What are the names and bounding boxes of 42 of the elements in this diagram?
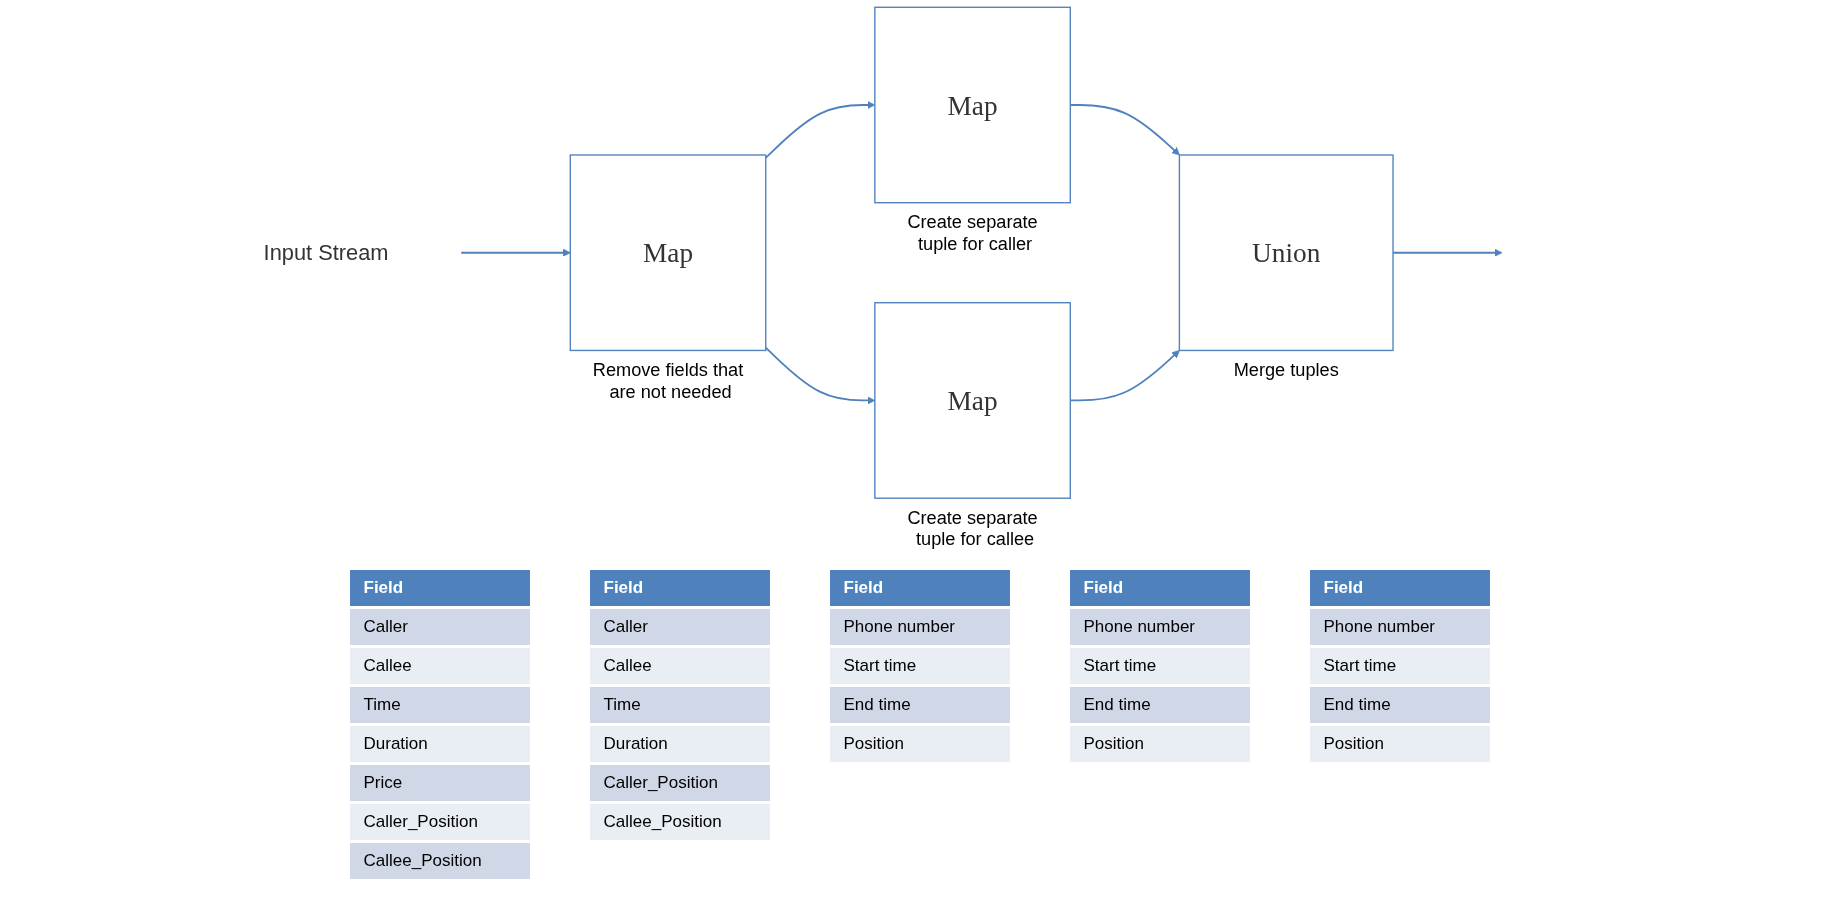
field-name: Callee <box>589 648 770 684</box>
arrow <box>460 248 571 257</box>
field-name: Caller_Position <box>349 804 530 840</box>
field-name: Phone number <box>829 609 1010 645</box>
node-caption: Merge tuples <box>1233 359 1340 380</box>
field-name: End time <box>829 687 1010 723</box>
table-header: Field <box>829 570 1010 606</box>
field-name: Start time <box>1069 648 1250 684</box>
field-name: Caller <box>349 609 530 645</box>
arrow <box>765 346 876 405</box>
field-name: Time <box>349 687 530 723</box>
field-name: Position <box>1309 726 1490 762</box>
field-name: Time <box>589 687 770 723</box>
field-name: Callee_Position <box>349 843 530 879</box>
table-header: Field <box>589 570 770 606</box>
field-name: Start time <box>1309 648 1490 684</box>
field-name: Duration <box>589 726 770 762</box>
field-name: Position <box>829 726 1010 762</box>
field-name: Duration <box>349 726 530 762</box>
node-box: Union <box>1179 154 1394 352</box>
node-caption: Create separate tuple for callee <box>907 507 1038 550</box>
node-text: Input Stream <box>263 240 389 265</box>
field-name: Position <box>1069 726 1250 762</box>
field-name: End time <box>1069 687 1250 723</box>
node-box: Map <box>874 302 1072 499</box>
node-caption: Remove fields that are not needed <box>593 359 744 402</box>
field-name: Caller_Position <box>589 765 770 801</box>
table-header: Field <box>1069 570 1250 606</box>
table-header: Field <box>1309 570 1490 606</box>
node-box: Map <box>874 6 1072 204</box>
field-name: Phone number <box>1309 609 1490 645</box>
field-name: Caller <box>589 609 770 645</box>
field-name: End time <box>1309 687 1490 723</box>
table-header: Field <box>349 570 530 606</box>
field-name: Callee <box>349 648 530 684</box>
field-name: Callee_Position <box>589 804 770 840</box>
node-box: Map <box>569 154 767 352</box>
arrow <box>765 101 876 159</box>
field-name: Phone number <box>1069 609 1250 645</box>
node-caption: Create separate tuple for caller <box>907 212 1038 254</box>
field-name: Start time <box>829 648 1010 684</box>
field-name: Price <box>349 765 530 801</box>
